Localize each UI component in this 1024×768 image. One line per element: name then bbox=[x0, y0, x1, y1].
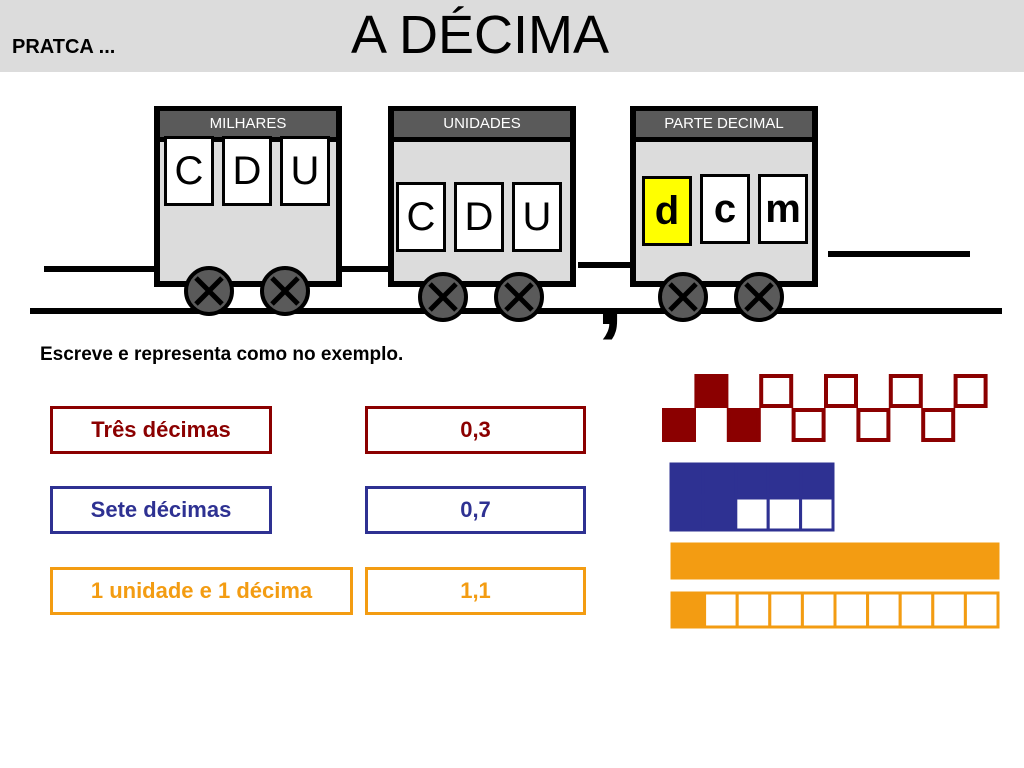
tenth-cell bbox=[799, 496, 835, 532]
tenth-cell bbox=[866, 591, 902, 629]
tenth-cell bbox=[734, 462, 770, 498]
tenth-cell bbox=[670, 542, 1000, 580]
instruction-text: Escreve e representa como no exemplo. bbox=[40, 344, 404, 365]
page-title: A DÉCIMA bbox=[350, 5, 610, 65]
upper-track bbox=[828, 251, 970, 257]
tenth-cell bbox=[694, 374, 729, 408]
tenth-cell bbox=[703, 591, 739, 629]
car-label: PARTE DECIMAL bbox=[636, 111, 812, 137]
digit-slot: c bbox=[700, 174, 750, 244]
tenth-cell bbox=[701, 462, 738, 498]
number-box: 0,7 bbox=[365, 486, 586, 534]
words-box: Sete décimas bbox=[50, 486, 272, 534]
header-subtitle: PRATCA ... bbox=[12, 36, 116, 58]
train-car-milhares: MILHARES C D U bbox=[154, 106, 342, 287]
digit-slot: U bbox=[512, 182, 562, 252]
words-box: Três décimas bbox=[50, 406, 272, 454]
tenth-cell bbox=[766, 462, 803, 498]
tenth-cell bbox=[669, 462, 705, 498]
wheel-icon bbox=[184, 266, 234, 316]
car-label: MILHARES bbox=[160, 111, 336, 137]
wheel-icon bbox=[734, 272, 784, 322]
tenth-cell bbox=[824, 374, 858, 408]
tenth-cell bbox=[800, 591, 837, 629]
digit-slot: D bbox=[222, 136, 272, 206]
digit-slot: D bbox=[454, 182, 504, 252]
wheel-icon bbox=[494, 272, 544, 322]
tenth-cell bbox=[921, 408, 956, 442]
tenth-cell bbox=[856, 408, 891, 442]
tenth-cell bbox=[953, 374, 988, 408]
header-bar: PRATCA ... A DÉCIMA bbox=[0, 0, 1024, 72]
train-car-parte-decimal: PARTE DECIMAL d c m bbox=[630, 106, 818, 287]
tenth-cell bbox=[963, 591, 1000, 629]
tenths-strip-icon bbox=[669, 462, 835, 532]
digit-slot-highlighted: d bbox=[642, 176, 692, 246]
tenth-cell bbox=[662, 408, 696, 442]
decimal-comma: , bbox=[596, 234, 624, 346]
tenth-cell bbox=[799, 462, 835, 498]
tenth-cell bbox=[833, 591, 870, 629]
tenth-cell bbox=[791, 408, 826, 442]
train-car-unidades: UNIDADES C D U bbox=[388, 106, 576, 287]
staggered-tenths-icon bbox=[662, 374, 988, 442]
whole-unit-strip-icon bbox=[670, 542, 1000, 580]
tenth-cell bbox=[670, 591, 707, 629]
tenth-cell bbox=[898, 591, 935, 629]
tenth-cell bbox=[669, 496, 705, 532]
words-box: 1 unidade e 1 décima bbox=[50, 567, 353, 615]
car-label: UNIDADES bbox=[394, 111, 570, 137]
tenth-cell bbox=[735, 591, 772, 629]
digit-slot: C bbox=[396, 182, 446, 252]
tenth-cell bbox=[768, 591, 804, 629]
number-box: 0,3 bbox=[365, 406, 586, 454]
upper-track bbox=[578, 262, 634, 268]
upper-track bbox=[330, 266, 400, 272]
tenth-cell bbox=[726, 408, 761, 442]
tenth-cell bbox=[759, 374, 794, 408]
tenths-strip-icon bbox=[670, 591, 1000, 629]
tenth-cell bbox=[931, 591, 967, 629]
number-box: 1,1 bbox=[365, 567, 586, 615]
digit-slot: C bbox=[164, 136, 214, 206]
tenth-cell bbox=[734, 496, 770, 532]
tenth-cell bbox=[888, 374, 923, 408]
digit-slot: m bbox=[758, 174, 808, 244]
tenth-cell bbox=[766, 496, 803, 532]
tenth-cell bbox=[701, 496, 738, 532]
digit-slot: U bbox=[280, 136, 330, 206]
wheel-icon bbox=[418, 272, 468, 322]
upper-track bbox=[44, 266, 172, 272]
wheel-icon bbox=[658, 272, 708, 322]
wheel-icon bbox=[260, 266, 310, 316]
